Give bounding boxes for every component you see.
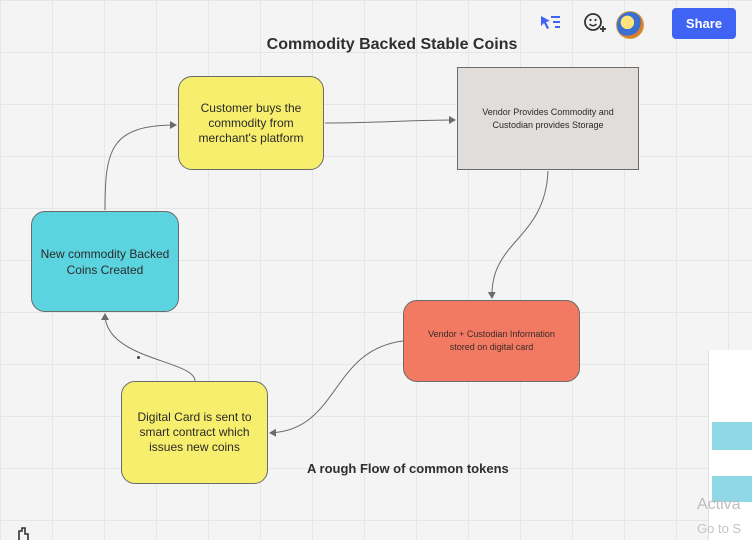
user-avatar[interactable] <box>616 11 644 39</box>
node-vendor-provides[interactable]: Vendor Provides Commodity and Custodian … <box>457 67 639 170</box>
activation-watermark-sub: Go to S <box>697 521 742 536</box>
node-digital-card-label: Digital Card is sent to smart contract w… <box>137 410 252 454</box>
edge-card-to-newcoins <box>101 313 196 382</box>
node-info-stored[interactable]: Vendor + Custodian Information stored on… <box>403 300 580 382</box>
diagram-title: Commodity Backed Stable Coins <box>266 36 518 53</box>
share-button[interactable]: Share <box>672 8 736 39</box>
edge-vendor-to-info <box>487 170 549 299</box>
node-new-coins[interactable]: New commodity Backed Coins Created <box>31 211 179 312</box>
edge-customer-to-vendor <box>324 116 456 125</box>
edge-info-to-card <box>269 340 404 437</box>
diagram-caption: A rough Flow of common tokens <box>307 461 509 476</box>
edge-newcoins-to-customer <box>104 121 177 211</box>
side-panel-bar <box>712 422 752 450</box>
activation-watermark: Activa <box>697 496 741 513</box>
node-digital-card[interactable]: Digital Card is sent to smart contract w… <box>121 381 268 484</box>
node-customer-buys-label: Customer buys the commodity from merchan… <box>198 100 304 145</box>
node-info-stored-label: Vendor + Custodian Information stored on… <box>428 329 555 352</box>
node-customer-buys[interactable]: Customer buys the commodity from merchan… <box>178 76 324 170</box>
hand-icon[interactable] <box>16 526 34 540</box>
node-vendor-provides-label: Vendor Provides Commodity and Custodian … <box>482 106 614 130</box>
stray-dot <box>137 356 140 359</box>
emoji-add-icon[interactable] <box>583 11 607 35</box>
node-new-coins-label: New commodity Backed Coins Created <box>40 246 170 277</box>
pointer-icon[interactable] <box>538 12 562 34</box>
side-panel-bar <box>712 476 752 502</box>
